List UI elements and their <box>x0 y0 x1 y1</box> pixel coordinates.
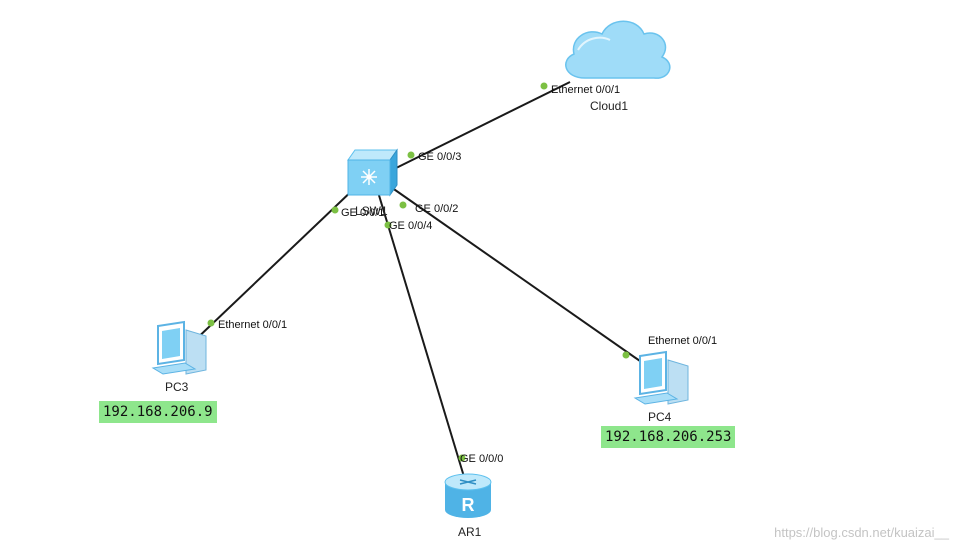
router-name: AR1 <box>458 525 482 539</box>
port-label-switch-ge001: GE 0/0/1 <box>341 207 384 219</box>
port-label-pc4: Ethernet 0/0/1 <box>648 335 717 347</box>
switch-icon[interactable] <box>347 148 398 197</box>
link-switch-router <box>377 191 466 481</box>
port-label-switch-ge004: GE 0/0/4 <box>389 220 432 232</box>
pc4-ip-label: 192.168.206.253 <box>601 426 736 448</box>
port-dot <box>207 319 215 327</box>
cloud-name: Cloud1 <box>590 99 628 113</box>
cloud-icon[interactable] <box>565 20 671 79</box>
link-switch-pc3 <box>189 184 359 346</box>
port-dot <box>384 221 392 229</box>
router-icon[interactable]: R <box>444 473 492 518</box>
pc4-name: PC4 <box>648 410 672 424</box>
port-label-router: GE 0/0/0 <box>460 453 503 465</box>
router-glyph: R <box>462 495 475 515</box>
pc3-ip-label: 192.168.206.9 <box>99 401 217 423</box>
link-switch-cloud <box>387 81 571 173</box>
port-dots <box>207 82 630 462</box>
port-dot <box>540 82 548 90</box>
port-dot <box>622 351 630 359</box>
port-dot <box>458 454 466 462</box>
port-label-cloud: Ethernet 0/0/1 <box>551 84 620 96</box>
pc-icon[interactable] <box>633 350 689 405</box>
port-dot <box>407 151 415 159</box>
link-switch-pc4 <box>387 184 651 369</box>
port-label-switch-ge003: GE 0/0/3 <box>418 151 461 163</box>
switch-name: LSW1 <box>355 204 388 218</box>
watermark: https://blog.csdn.net/kuaizai__ <box>774 525 949 540</box>
port-label-pc3: Ethernet 0/0/1 <box>218 319 287 331</box>
pc3-name: PC3 <box>165 380 189 394</box>
pc-icon[interactable] <box>151 320 207 375</box>
port-dot <box>399 201 407 209</box>
port-label-switch-ge002: GE 0/0/2 <box>415 203 458 215</box>
port-dot <box>331 206 339 214</box>
